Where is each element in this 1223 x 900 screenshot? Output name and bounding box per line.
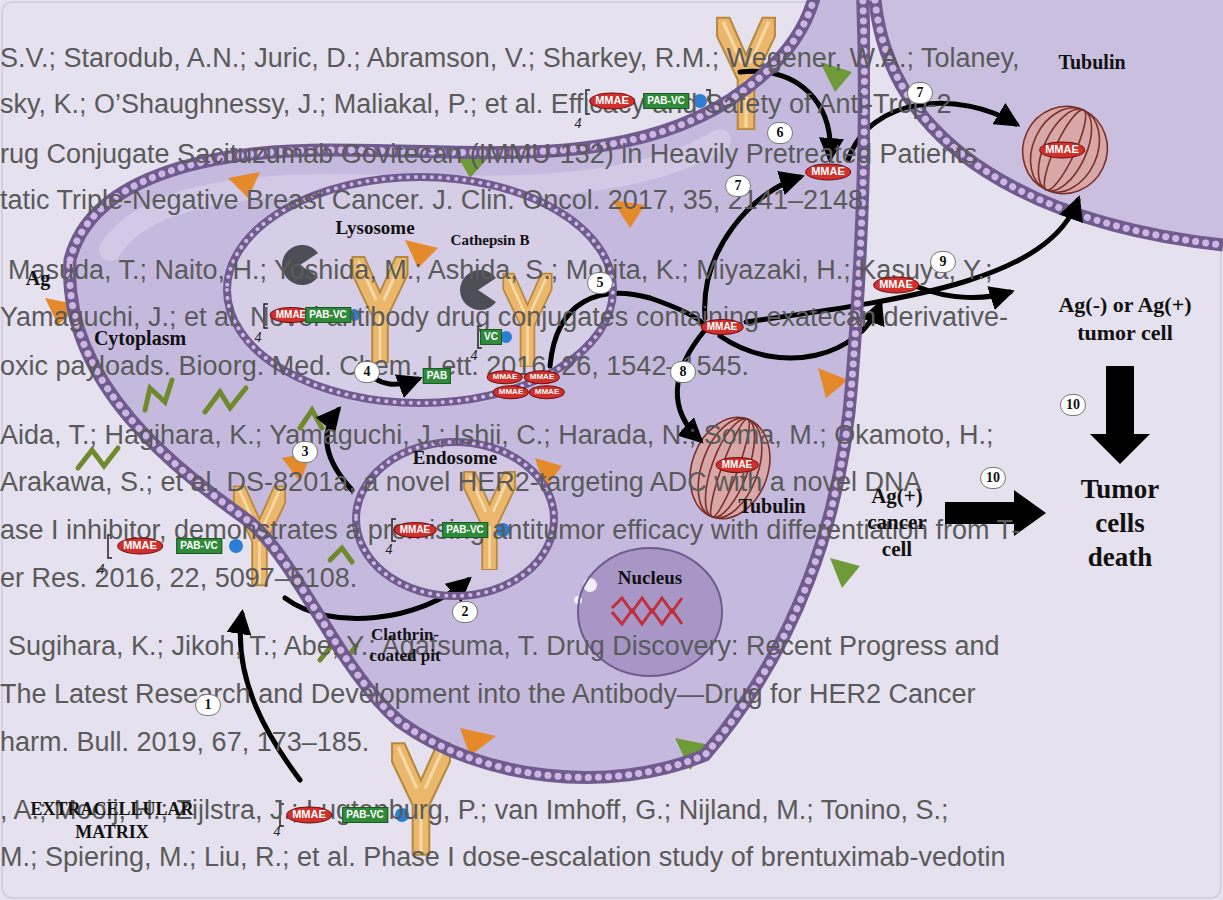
- drug-payload: MMAE: [286, 806, 332, 823]
- linker: VC: [480, 329, 502, 345]
- antigen: [830, 558, 860, 588]
- linker: PAB-VC: [442, 522, 488, 538]
- reference-text: Arakawa, S.; et al. DS-8201a, a novel HE…: [0, 467, 921, 497]
- drug-payload: MMAE: [493, 385, 529, 399]
- node-title: Lysosome: [335, 216, 414, 240]
- neighbour-cell: [875, 0, 1223, 245]
- callout-number: 10: [980, 467, 1006, 489]
- neighbour-membrane: [875, 0, 1223, 245]
- reference-text: harm. Bull. 2019, 67, 173–185.: [0, 727, 369, 757]
- drug-payload: MMAE: [873, 276, 919, 293]
- tubulin-stripe: [1027, 101, 1102, 199]
- figure-label: Cathepsin B: [451, 231, 530, 250]
- callout-number: 9: [930, 251, 956, 273]
- figure-label: Tumor cells death: [1061, 473, 1179, 574]
- drug-payload: MMAE: [117, 537, 163, 554]
- figure-label: Ag(-) or Ag(+) tumor cell: [1039, 291, 1211, 346]
- figure-label: EXTRACELLULAR MATRIX: [12, 798, 212, 843]
- tubulin-body: [1008, 92, 1121, 207]
- drug-payload: MMAE: [394, 522, 437, 538]
- callout-number: 7: [907, 82, 933, 104]
- tubulin: [1008, 92, 1121, 207]
- reference-text: Sugihara, K.; Jikoh, T.; Abe, Y.; Agatsu…: [8, 631, 1000, 661]
- receptor: [78, 448, 118, 468]
- callout-number: 5: [587, 272, 613, 294]
- receptor: [205, 388, 246, 412]
- dna: [612, 598, 682, 624]
- callout-number: 10: [1060, 394, 1086, 416]
- figure-label: Tubulin: [738, 494, 805, 519]
- linker: PAB-VC: [643, 93, 689, 109]
- reference-text: Aida, T.; Hagihara, K.; Yamaguchi, J.; I…: [0, 420, 993, 450]
- receptor: [145, 380, 172, 410]
- linker: PAB-VC: [305, 307, 351, 323]
- figure-label: Ag(+) cancer cell: [852, 483, 942, 562]
- drug-payload: MMAE: [487, 370, 523, 384]
- callout-number: 4: [354, 361, 380, 383]
- cell-node: CytoplasmLysosomeEndosomeNucleus: [40, 0, 870, 798]
- drug-ratio: 4: [575, 115, 582, 133]
- drug-payload: MMAE: [589, 92, 635, 109]
- drug-payload: MMAE: [524, 370, 560, 384]
- figure-label: Clathrin-coated pit: [350, 624, 460, 667]
- callout-number: 3: [292, 441, 318, 463]
- drug-payload: MMAE: [805, 163, 851, 180]
- antigen: [818, 368, 848, 398]
- node-title: Nucleus: [618, 566, 682, 590]
- tubulin-stripe: [1037, 106, 1092, 194]
- drug-payload: MMAE: [701, 319, 744, 335]
- drug-payload: MMAE: [1039, 141, 1085, 158]
- drug-payload: MMAE: [716, 457, 759, 473]
- figure-label: Tubulin: [1058, 50, 1125, 75]
- reference-text: sky, K.; O’Shaughnessy, J.; Maliakal, P.…: [0, 89, 951, 119]
- linker: PAB-VC: [176, 538, 222, 554]
- reference-text: The Latest Research and Development into…: [0, 679, 976, 709]
- drug-ratio: 4: [98, 561, 105, 579]
- callout-number: 1: [195, 694, 221, 716]
- figure-label: Ag: [26, 266, 50, 291]
- block-arrow: [1090, 366, 1150, 464]
- receptor: [330, 548, 352, 562]
- arrow: [918, 287, 1010, 297]
- reference-text: M.; Spiering, M.; Liu, R.; et al. Phase …: [0, 842, 1006, 872]
- reference-text: Yamaguchi, J.; et al. Novel antibody dru…: [0, 302, 1008, 332]
- reference-text: S.V.; Starodub, A.N.; Juric, D.; Abramso…: [0, 43, 1019, 73]
- reference-text: Masuda, T.; Naito, H.; Yoshida, M.; Ashi…: [8, 255, 992, 285]
- linker: PAB-VC: [342, 807, 388, 823]
- drug-ratio: 4: [255, 329, 262, 347]
- tubulin-stripe: [1017, 97, 1112, 204]
- callout-number: 7: [725, 175, 751, 197]
- drug-payload: MMAE: [529, 385, 565, 399]
- callout-number: 2: [452, 601, 478, 623]
- drug-ratio: 4: [274, 823, 281, 841]
- drug-ratio: 4: [386, 541, 393, 559]
- linker: PAB: [423, 368, 451, 384]
- neighbour-membrane-beads: [875, 0, 1223, 245]
- reference-text: er Res. 2016, 22, 5097–5108.: [0, 563, 357, 593]
- drug-ratio: 4: [471, 347, 478, 365]
- callout-number: 6: [767, 122, 793, 144]
- callout-number: 8: [670, 361, 696, 383]
